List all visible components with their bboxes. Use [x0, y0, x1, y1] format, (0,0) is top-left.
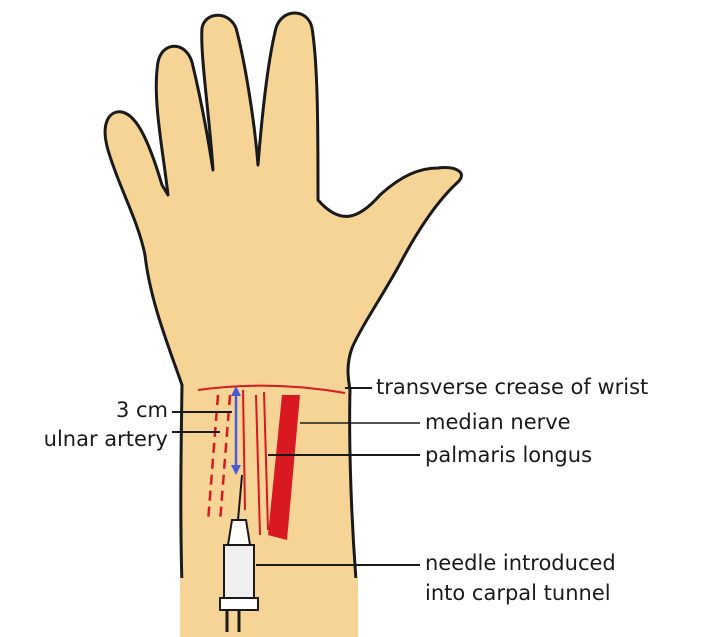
label-ulnar-artery: ulnar artery	[44, 427, 168, 451]
syringe-barrel	[224, 545, 254, 600]
label-needle-line2: into carpal tunnel	[425, 581, 611, 605]
forearm-bottom-cover	[180, 578, 358, 637]
label-palmaris-longus: palmaris longus	[425, 443, 592, 467]
hand-illustration	[105, 13, 461, 637]
label-transverse-crease: transverse crease of wrist	[376, 375, 648, 399]
label-3cm: 3 cm	[116, 398, 168, 422]
syringe-base	[220, 598, 258, 610]
label-median-nerve: median nerve	[425, 410, 571, 434]
label-needle-line1: needle introduced	[425, 551, 616, 575]
syringe-hub	[228, 520, 250, 545]
